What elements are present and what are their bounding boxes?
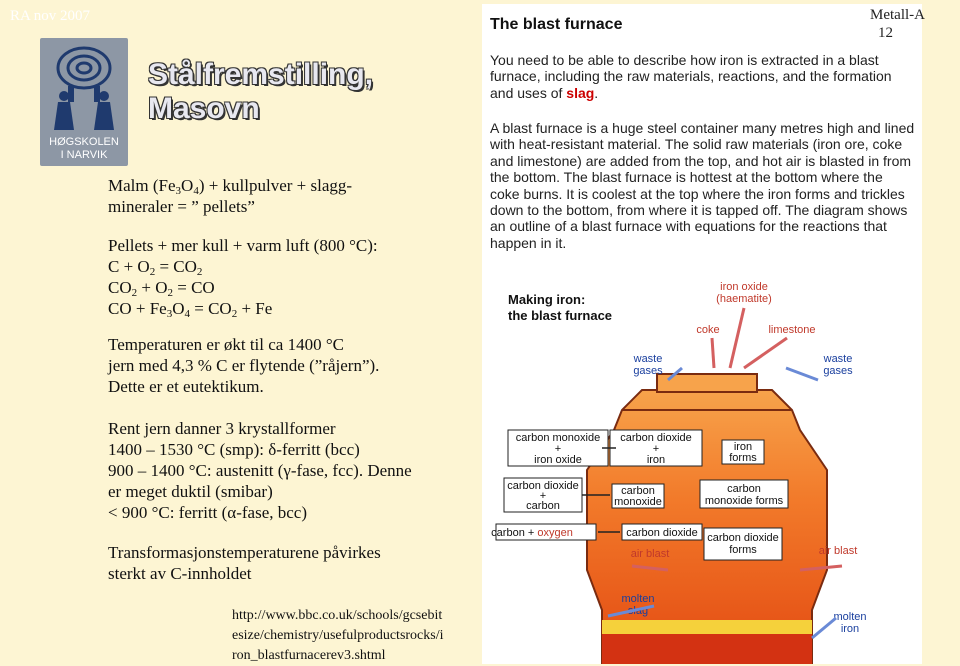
svg-text:forms: forms: [729, 452, 757, 464]
diagram-title-1: Making iron:: [508, 292, 585, 307]
paragraph-reactions: Pellets + mer kull + varm luft (800 °C):…: [108, 236, 378, 320]
label-waste-left: waste: [633, 353, 663, 365]
eq-co-forms: carbon: [727, 483, 761, 495]
logo-line2: I NARVIK: [60, 149, 108, 161]
page-title: Stålfremstilling, Masovn: [148, 58, 374, 125]
svg-text:gases: gases: [633, 365, 663, 377]
label-air-blast-left: air blast: [631, 548, 670, 560]
diagram-title-2: the blast furnace: [508, 308, 612, 323]
svg-text:+: +: [540, 490, 546, 502]
panel-intro: You need to be able to describe how iron…: [490, 52, 892, 101]
paragraph-crystal-forms: Rent jern danner 3 krystallformer 1400 –…: [108, 419, 412, 522]
label-molten-iron: molten: [833, 611, 866, 623]
school-logo: [40, 38, 128, 166]
svg-text:+: +: [555, 443, 561, 455]
eq-carbon-oxygen: carbon + oxygen: [491, 527, 573, 539]
label-coke: coke: [696, 324, 719, 336]
svg-text:iron: iron: [647, 454, 665, 466]
label-molten-slag: molten: [621, 593, 654, 605]
label-haematite: (haematite): [716, 293, 772, 305]
label-waste-right: waste: [823, 353, 853, 365]
eq-carbon-monoxide: carbon: [621, 485, 655, 497]
svg-text:monoxide forms: monoxide forms: [705, 495, 784, 507]
svg-text:carbon: carbon: [526, 500, 560, 512]
header-course: Metall-A 12: [870, 7, 925, 41]
eq-co2-carbon: carbon dioxide: [507, 480, 579, 492]
label-limestone: limestone: [768, 324, 815, 336]
label-iron-oxide: iron oxide: [720, 281, 768, 293]
eq-co2-iron: carbon dioxide: [620, 432, 692, 444]
paragraph-temperature: Temperaturen er økt til ca 1400 °C jern …: [108, 335, 380, 396]
svg-text:monoxide: monoxide: [614, 496, 662, 508]
svg-text:iron oxide: iron oxide: [534, 454, 582, 466]
eq-co2-forms: carbon dioxide: [707, 532, 779, 544]
svg-text:gases: gases: [823, 365, 853, 377]
slag-link[interactable]: slag: [566, 84, 595, 101]
svg-text:forms: forms: [729, 544, 757, 556]
panel-title: The blast furnace: [490, 16, 623, 33]
header-date: RA nov 2007: [10, 8, 91, 24]
svg-text:iron: iron: [841, 623, 859, 635]
panel-description: A blast furnace is a huge steel containe…: [490, 120, 915, 251]
eq-carbon-dioxide: carbon dioxide: [626, 527, 698, 539]
svg-text:+: +: [653, 443, 659, 455]
paragraph-ore: Malm (Fe3O4) + kullpulver + slagg- miner…: [108, 176, 353, 216]
source-url: http://www.bbc.co.uk/schools/gcsebit esi…: [232, 608, 444, 663]
blast-furnace-diagram: Making iron: the blast furnace iron oxid…: [491, 281, 867, 664]
eq-co: carbon monoxide: [516, 432, 600, 444]
logo-line1: HØGSKOLEN: [49, 136, 119, 148]
paragraph-transformation: Transformasjonstemperaturene påvirkes st…: [108, 543, 381, 583]
eq-iron-forms: iron: [734, 441, 752, 453]
label-air-blast-right: air blast: [819, 545, 858, 557]
